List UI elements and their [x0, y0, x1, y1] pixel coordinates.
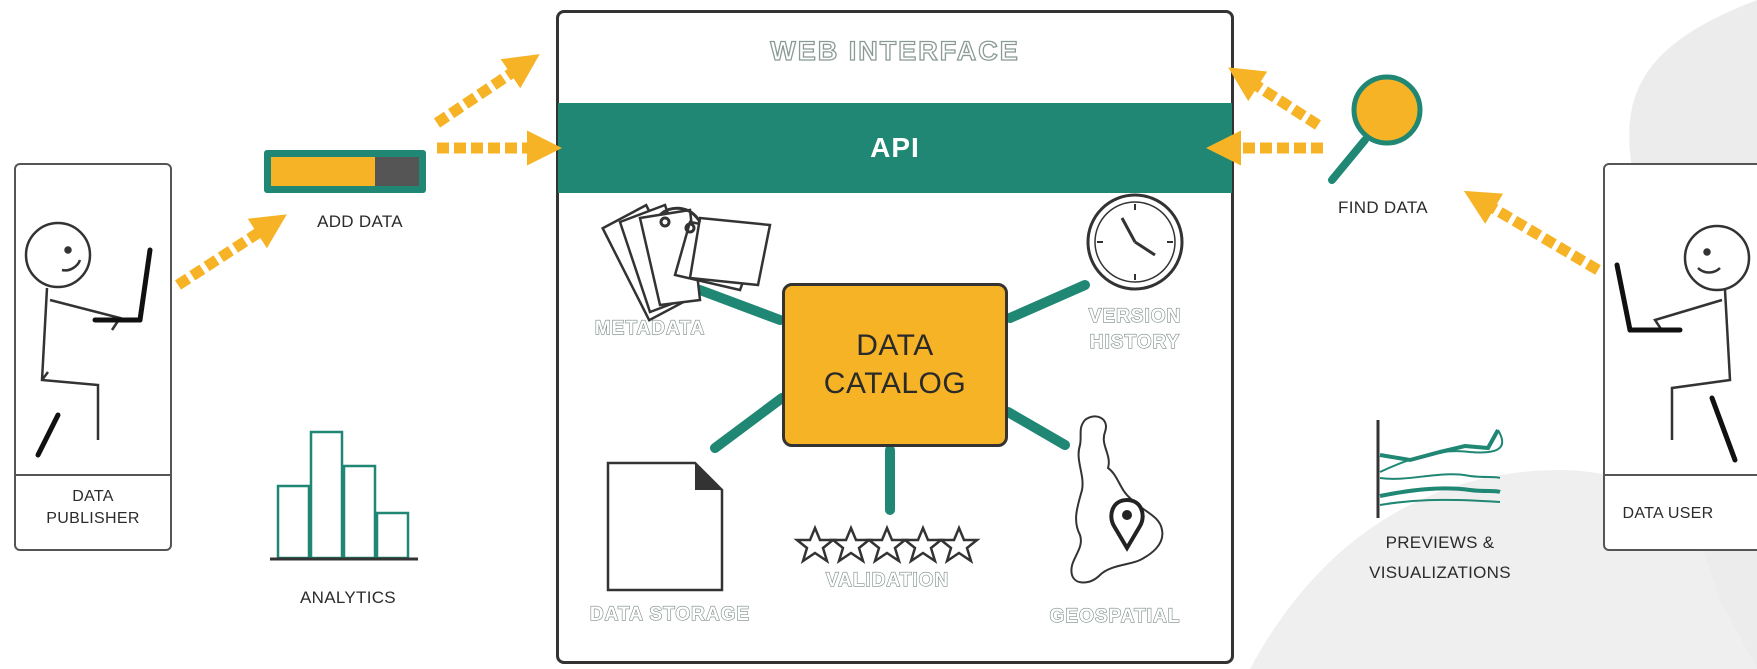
arrow-icon	[433, 54, 540, 128]
publisher-label: DATA PUBLISHER	[14, 486, 172, 530]
version-history-line-2: HISTORY	[1089, 331, 1181, 353]
arrow-icon	[175, 214, 287, 290]
laptop-icon	[35, 247, 153, 458]
api-bar: API	[558, 103, 1232, 193]
publisher-line-2: PUBLISHER	[46, 510, 140, 527]
add-data-label: ADD DATA	[317, 212, 403, 231]
star-icon	[901, 524, 945, 564]
analytics-label: ANALYTICS	[300, 588, 396, 607]
web-interface-title: WEB INTERFACE	[770, 35, 1020, 66]
star-icon	[829, 524, 873, 564]
metadata-label: METADATA	[594, 317, 706, 339]
publisher-line-1: DATA	[72, 488, 114, 505]
publisher-card-divider	[14, 474, 172, 476]
arrow-icon	[1463, 190, 1601, 275]
catalog-line-2: CATALOG	[823, 367, 967, 400]
api-label: API	[870, 132, 920, 163]
data-catalog-box: DATA CATALOG	[782, 283, 1008, 447]
map-pin-icon	[1109, 497, 1145, 552]
laptop-icon	[1614, 262, 1738, 463]
star-icon	[865, 524, 909, 564]
geospatial-label: GEOSPATIAL	[1049, 605, 1181, 627]
previews-label: PREVIEWS & VISUALIZATIONS	[1345, 528, 1535, 588]
user-card-divider	[1603, 474, 1757, 476]
validation-label: VALIDATION	[825, 569, 950, 591]
version-history-line-1: VERSION	[1088, 305, 1182, 327]
star-icon	[793, 524, 837, 564]
arrow-icon	[1228, 67, 1321, 130]
previews-line-1: PREVIEWS &	[1385, 533, 1495, 552]
find-data-label: FIND DATA	[1338, 198, 1428, 217]
previews-line-2: VISUALIZATIONS	[1369, 563, 1511, 582]
user-card	[1603, 163, 1757, 551]
catalog-line-1: DATA	[856, 329, 934, 362]
version-history-label: VERSION HISTORY	[1080, 304, 1190, 356]
star-icon	[937, 524, 981, 564]
user-label: DATA USER	[1622, 505, 1714, 522]
data-storage-label: DATA STORAGE	[589, 603, 751, 625]
